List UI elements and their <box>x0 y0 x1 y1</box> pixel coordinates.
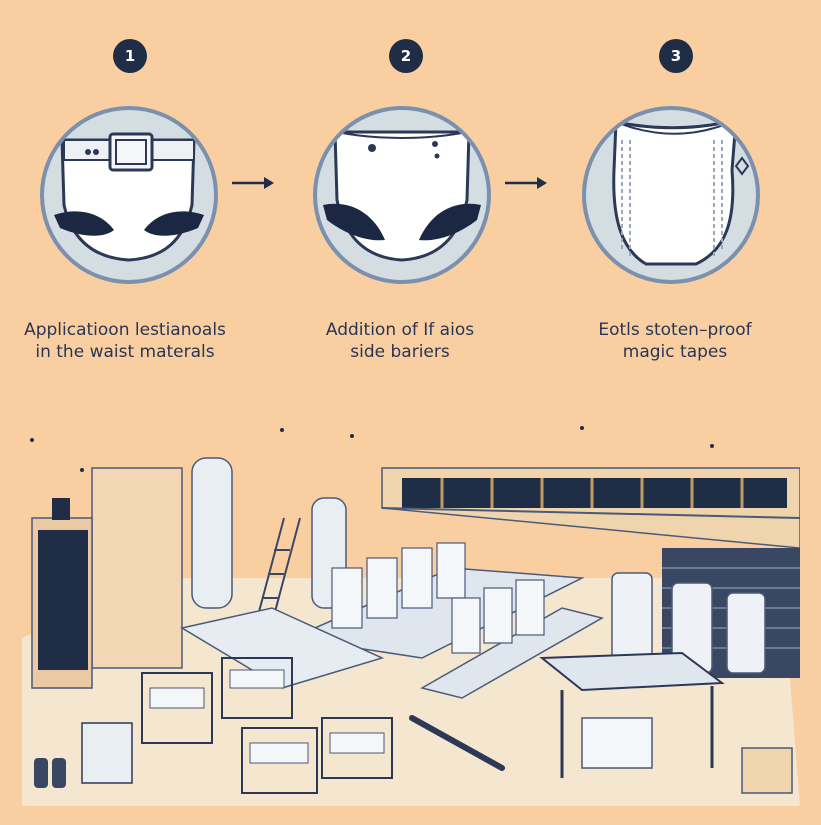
diaper-with-waistband-icon <box>54 132 204 262</box>
right-arrow-icon <box>232 177 274 189</box>
step-number: 1 <box>124 47 136 65</box>
step-1-caption: Applicatioon lestianoals in the waist ma… <box>10 319 240 363</box>
step-2-badge: 2 <box>389 39 423 73</box>
caption-line-1: Applicatioon lestianoals <box>24 320 226 340</box>
step-2-caption: Addition of If aios side bariers <box>300 319 500 363</box>
factory-production-line-illustration <box>22 426 800 806</box>
step-1-illustration <box>40 106 218 284</box>
step-1-badge: 1 <box>113 39 147 73</box>
caption-line-1: Eotls stoten–proof <box>598 320 752 340</box>
caption-line-1: Addition of If aios <box>325 320 475 340</box>
right-arrow-icon <box>505 177 547 189</box>
step-number: 2 <box>400 47 412 65</box>
diaper-brief-icon <box>323 130 481 262</box>
step-number: 3 <box>670 47 682 65</box>
caption-line-2: in the waist materals <box>35 342 215 362</box>
step-3-caption: Eotls stoten–proof magic tapes <box>565 319 785 363</box>
step-2-illustration <box>313 106 491 284</box>
step-3-illustration <box>582 106 760 284</box>
caption-line-2: side bariers <box>350 342 450 362</box>
caption-line-2: magic tapes <box>622 342 728 362</box>
pull-up-diaper-icon <box>612 118 750 266</box>
step-3-badge: 3 <box>659 39 693 73</box>
